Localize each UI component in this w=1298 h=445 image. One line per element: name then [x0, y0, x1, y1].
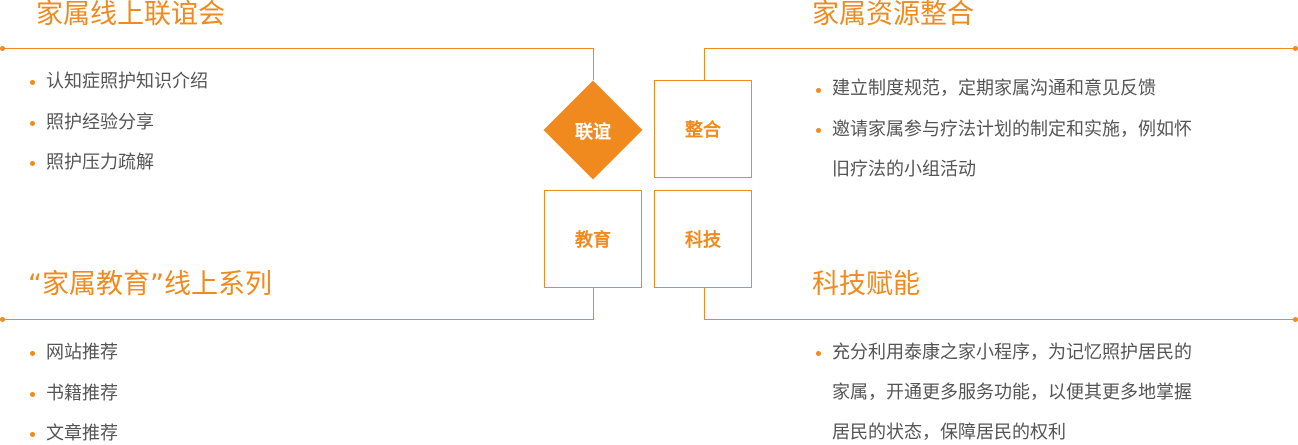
connector-line-bottom-left	[2, 319, 594, 320]
list-item: 网站推荐	[46, 342, 118, 363]
list-item: 建立制度规范，定期家属沟通和意见反馈	[832, 78, 1156, 99]
connector-line-bottom-left-vertical	[593, 288, 594, 320]
connector-line-bottom-right	[704, 319, 1294, 320]
list-item-continuation: 家属，开通更多服务功能，以便其更多地掌握	[832, 382, 1192, 403]
connector-line-top-left	[2, 48, 594, 49]
diamond-label: 联谊	[575, 122, 611, 143]
list-item: 照护经验分享	[46, 112, 154, 133]
list-item-continuation: 居民的状态，保障居民的权利	[832, 422, 1066, 443]
title-family-online-gathering: 家属线上联谊会	[36, 0, 225, 30]
box-education-label: 教育	[575, 230, 611, 251]
bullet-dot	[30, 392, 35, 397]
list-item: 文章推荐	[46, 423, 118, 444]
diamond-connect: 联谊	[543, 80, 643, 180]
list-item: 充分利用泰康之家小程序，为记忆照护居民的	[832, 342, 1192, 363]
connector-line-top-right-vertical	[704, 48, 705, 80]
title-family-education-series: “家属教育”线上系列	[28, 269, 272, 300]
connector-line-bottom-right-vertical	[704, 288, 705, 320]
box-education: 教育	[544, 190, 642, 288]
bullet-dot	[30, 351, 35, 356]
title-family-resource-integration: 家属资源整合	[812, 0, 974, 30]
bullet-dot	[30, 80, 35, 85]
bullet-dot	[30, 121, 35, 126]
connector-line-top-right	[704, 48, 1294, 49]
box-technology: 科技	[654, 190, 752, 288]
bullet-dot	[30, 161, 35, 166]
list-item: 书籍推荐	[46, 383, 118, 404]
bullet-dot	[816, 88, 821, 93]
box-integration: 整合	[654, 80, 752, 178]
box-integration-label: 整合	[685, 120, 721, 141]
title-technology-empowerment: 科技赋能	[812, 269, 920, 300]
bullet-dot	[30, 432, 35, 437]
bullet-dot	[816, 128, 821, 133]
list-item: 照护压力疏解	[46, 152, 154, 173]
list-item: 邀请家属参与疗法计划的制定和实施，例如怀	[832, 119, 1192, 140]
list-item: 认知症照护知识介绍	[46, 71, 208, 92]
line-endpoint-dot	[0, 317, 5, 322]
line-endpoint-dot	[1293, 46, 1298, 51]
list-item-continuation: 旧疗法的小组活动	[832, 159, 976, 180]
line-endpoint-dot	[1293, 317, 1298, 322]
connector-line-top-left-vertical	[593, 48, 594, 80]
box-technology-label: 科技	[685, 230, 721, 251]
bullet-dot	[816, 351, 821, 356]
